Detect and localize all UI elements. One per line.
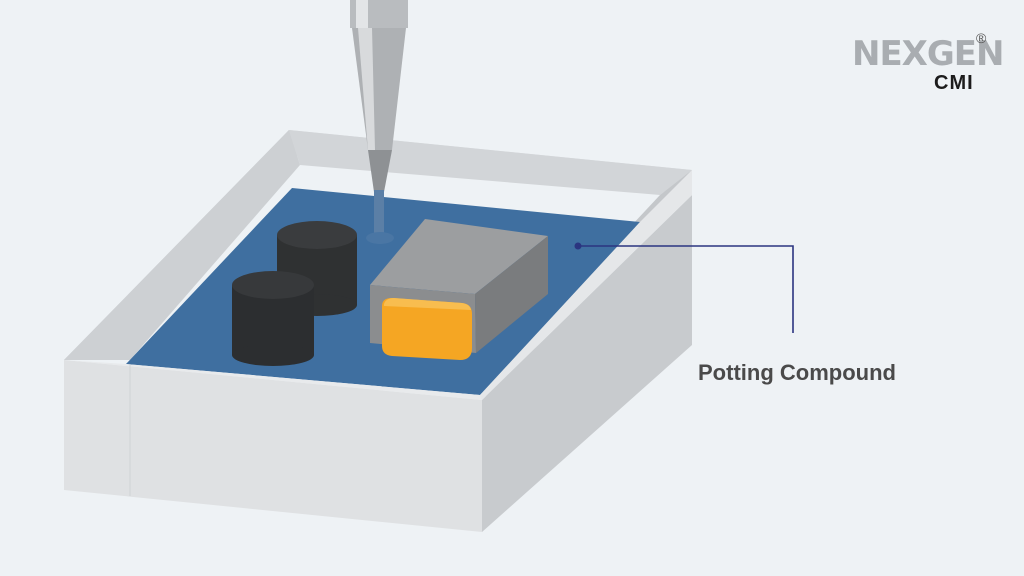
orange-component	[382, 298, 472, 360]
enclosure-rim	[64, 360, 482, 400]
callout-label-potting-compound: Potting Compound	[698, 360, 896, 385]
enclosure-front-wall	[64, 360, 482, 532]
cylinder-component-front	[232, 271, 314, 366]
callout-pointer	[574, 242, 794, 333]
registered-mark: ®	[976, 30, 987, 46]
dispensing-needle	[350, 0, 408, 244]
enclosure-inner-back	[289, 130, 692, 195]
logo-wordmark: NEXGEN	[852, 34, 1004, 74]
enclosure-inner-left	[64, 130, 300, 360]
brand-logo: NEXGEN ® CMI	[848, 30, 1004, 100]
logo-subtext: CMI	[934, 72, 974, 94]
enclosure-right-wall	[482, 195, 692, 532]
enclosure-rim-right	[480, 170, 692, 400]
